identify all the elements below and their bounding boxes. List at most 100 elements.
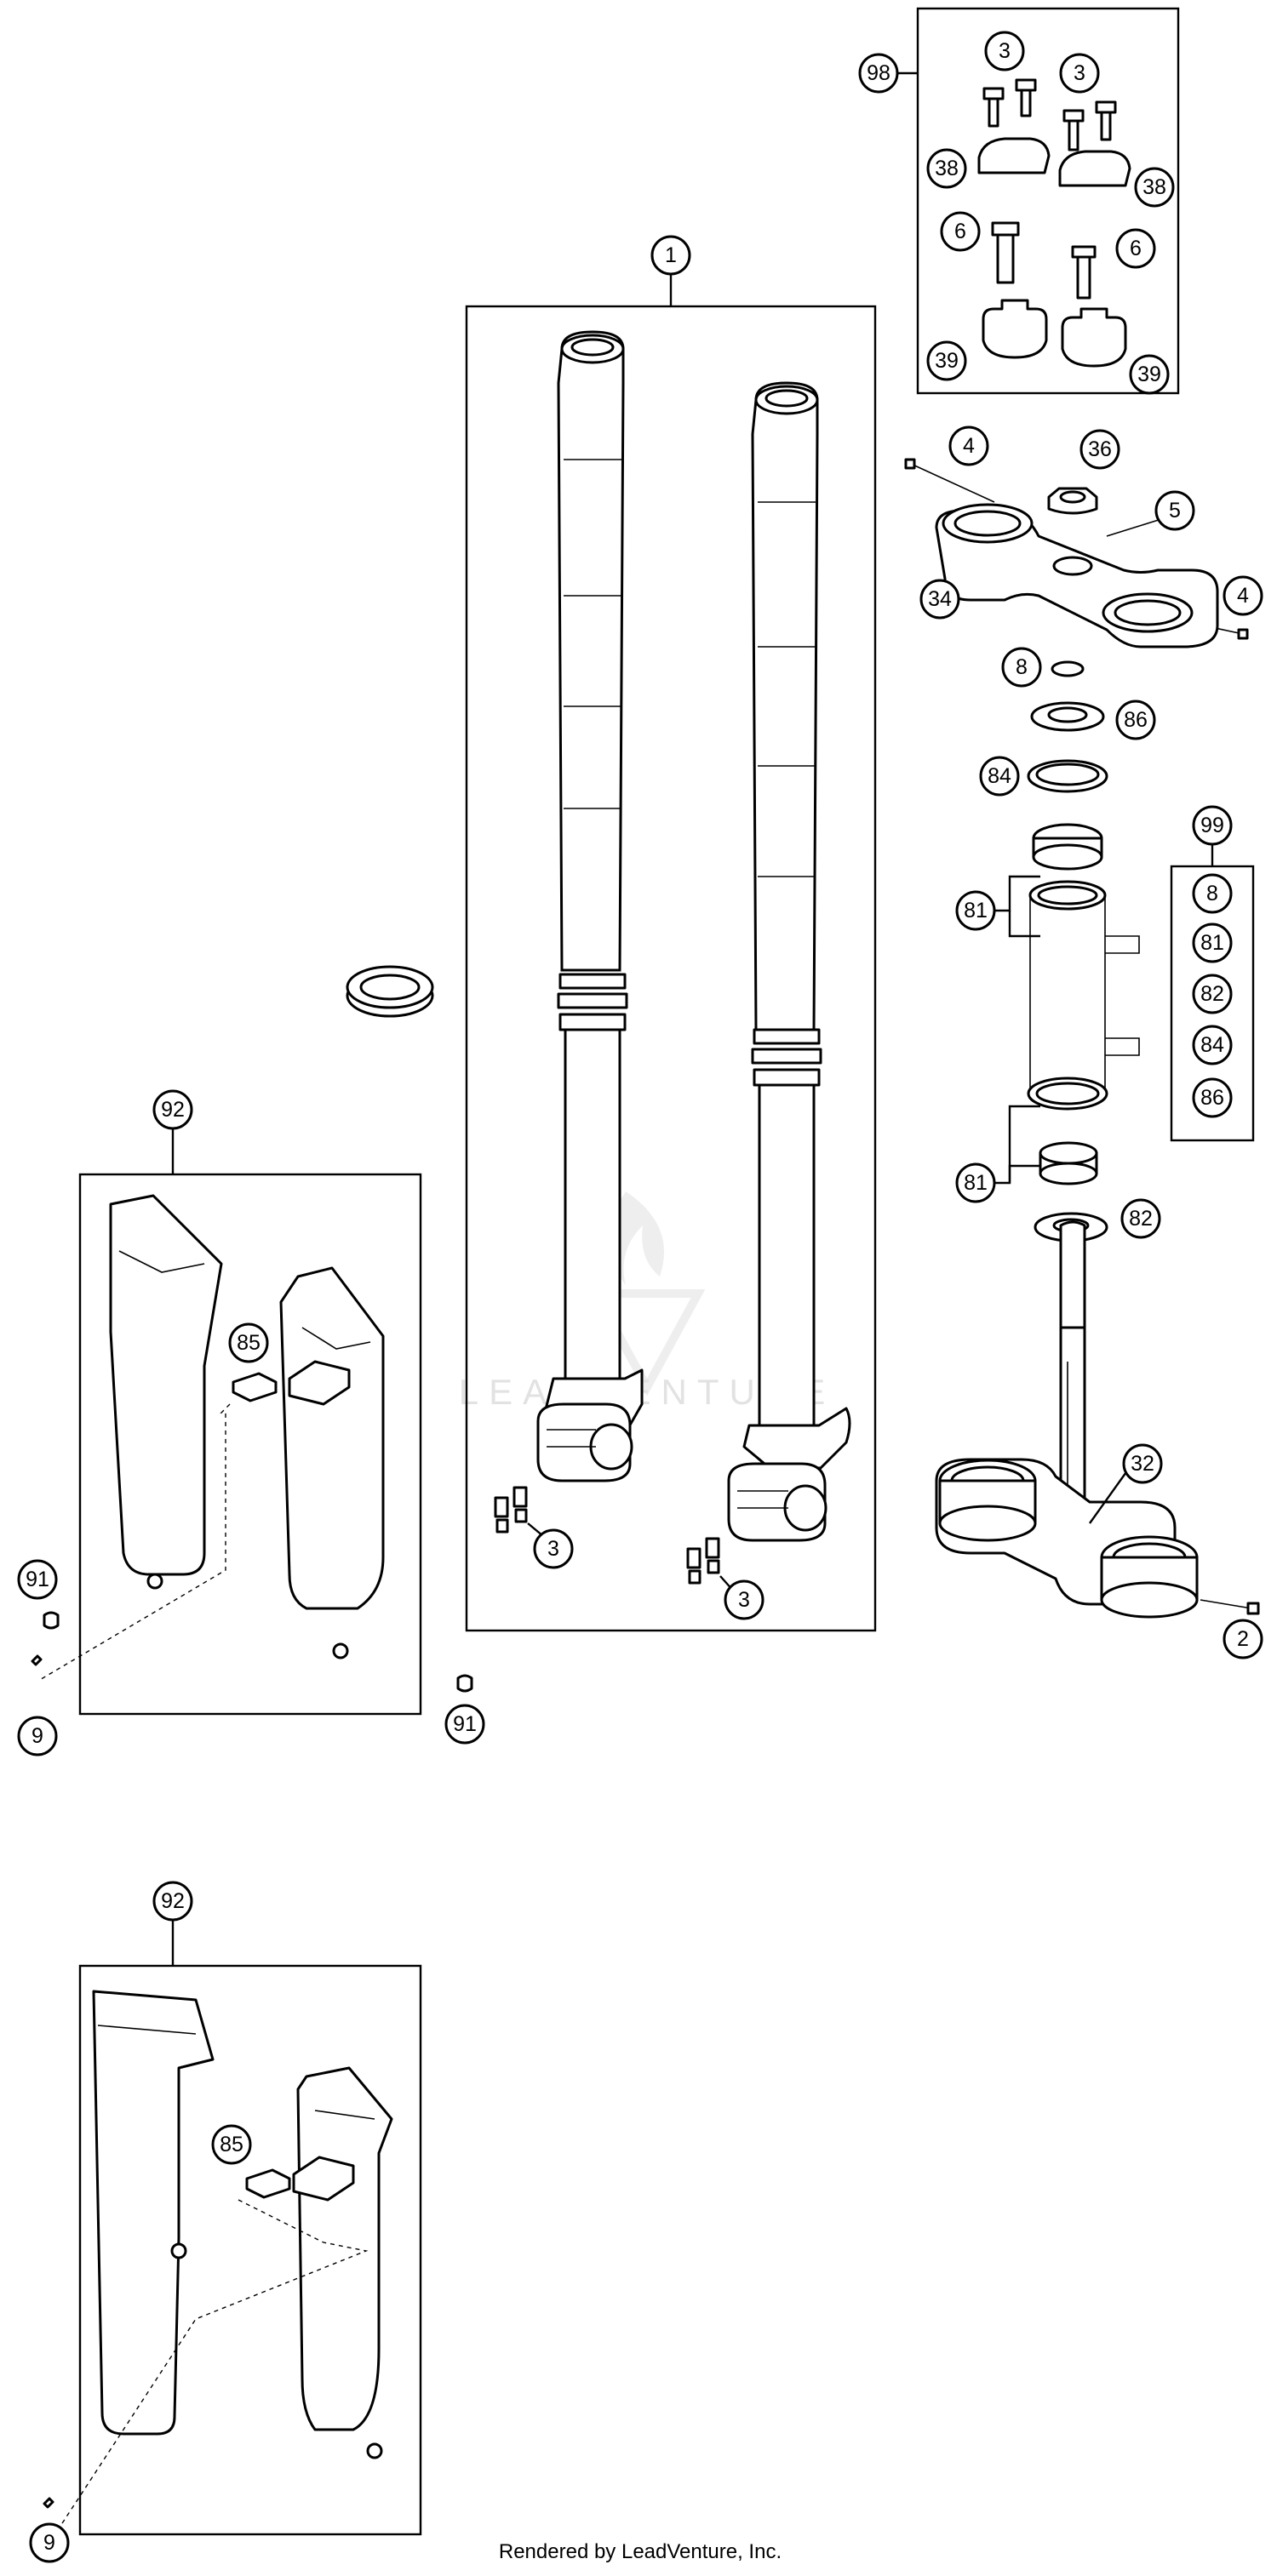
callout-4-right: 4 [1223,575,1263,616]
fork-guard-kit-bottom [43,1920,422,2541]
svg-text:6: 6 [1130,237,1142,260]
svg-text:5: 5 [1169,499,1181,523]
guard-kit-bottom-frame [78,1964,422,2536]
svg-text:32: 32 [1131,1452,1154,1476]
callout-92-top: 92 [152,1089,193,1130]
bearing-kit-item: 8 [1192,873,1233,914]
fork-guard-kit-top [31,1128,473,1716]
bearing-kit-list: 8 81 82 84 86 [1192,873,1233,1118]
svg-text:86: 86 [1200,1086,1224,1110]
svg-text:9: 9 [31,1724,43,1748]
callout-98: 98 [858,53,899,94]
svg-text:98: 98 [867,61,890,85]
bearing-kit-item: 84 [1192,1025,1233,1065]
svg-text:85: 85 [220,2133,243,2156]
callout-86: 86 [1115,700,1156,740]
callout-85-top: 85 [228,1322,269,1363]
svg-text:86: 86 [1124,708,1148,732]
callout-81-top: 81 [955,890,996,931]
fork-assembly [465,274,877,1632]
callout-38-right: 38 [1134,167,1175,208]
svg-text:82: 82 [1200,982,1224,1006]
callout-5: 5 [1154,490,1195,531]
callout-32: 32 [1122,1443,1163,1484]
steering-bearings [994,660,1140,1242]
svg-text:91: 91 [26,1568,49,1591]
svg-text:8: 8 [1206,882,1218,905]
callout-38-left: 38 [926,148,967,189]
callout-84: 84 [979,756,1020,797]
svg-text:92: 92 [161,1098,185,1122]
svg-text:38: 38 [935,157,959,180]
left-guard-bottom [92,1990,215,2436]
handlebar-kit-frame [916,7,1180,395]
callout-82: 82 [1120,1198,1161,1239]
callout-3-tr: 3 [1059,53,1100,94]
svg-text:36: 36 [1088,437,1112,461]
svg-text:92: 92 [161,1889,185,1913]
svg-text:34: 34 [928,587,952,611]
callout-34: 34 [919,579,960,620]
callout-8: 8 [1001,647,1042,688]
svg-text:82: 82 [1129,1207,1153,1231]
callout-1: 1 [650,235,691,276]
callout-3-fork-left: 3 [533,1528,574,1569]
callout-9-top: 9 [17,1716,58,1756]
callout-labels: 1 98 3 3 38 38 6 6 39 39 4 36 5 34 4 8 8… [17,31,1263,2563]
right-fork-lower-tube [758,1083,816,1427]
svg-text:3: 3 [1074,61,1085,85]
callout-2: 2 [1223,1619,1263,1659]
svg-text:39: 39 [1137,363,1161,386]
callout-4-left: 4 [948,426,989,466]
callout-3-fork-right: 3 [724,1579,764,1620]
svg-text:99: 99 [1200,814,1224,837]
left-fork-upper-tube [557,330,625,972]
bearing-kit-item: 82 [1192,974,1233,1014]
bearing-kit-item: 81 [1192,922,1233,963]
svg-text:85: 85 [237,1331,261,1355]
callout-39-right: 39 [1129,354,1170,395]
left-fork-lower-tube [564,1028,621,1380]
svg-text:3: 3 [999,39,1011,63]
svg-text:38: 38 [1142,175,1166,199]
callout-81-bottom: 81 [955,1162,996,1203]
bearing-kit-frame [1170,865,1255,1142]
right-guard-bottom [296,2066,393,2431]
upper-triple-clamp [904,458,1249,648]
svg-text:9: 9 [43,2531,55,2555]
callout-6-left: 6 [940,211,981,252]
bearing-kit-item: 86 [1192,1077,1233,1118]
svg-text:3: 3 [738,1588,750,1612]
guard-kit-top-frame [78,1173,422,1716]
callout-36: 36 [1079,429,1120,470]
svg-text:39: 39 [935,349,959,373]
callout-9-bottom: 9 [29,2522,70,2563]
callout-39-left: 39 [926,340,967,381]
bearing-kit [1170,844,1255,1142]
lower-triple-clamp [935,1220,1260,1619]
svg-text:8: 8 [1016,655,1028,679]
svg-text:1: 1 [665,243,677,267]
callout-92-bottom: 92 [152,1881,193,1922]
callout-91-left: 91 [17,1559,58,1600]
footer-credit: Rendered by LeadVenture, Inc. [499,2540,782,2563]
handlebar-clamp-kit [894,7,1180,395]
svg-text:2: 2 [1237,1627,1249,1651]
callout-99: 99 [1192,805,1233,846]
spring-ring [346,965,434,1018]
svg-text:81: 81 [964,899,988,922]
svg-text:6: 6 [954,220,966,243]
svg-text:81: 81 [964,1171,988,1195]
svg-text:84: 84 [1200,1033,1224,1057]
callout-91-right: 91 [444,1704,485,1745]
svg-text:4: 4 [963,434,975,458]
right-fork-upper-tube [751,381,819,1031]
callout-85-bottom: 85 [211,2124,252,2165]
svg-text:91: 91 [453,1712,477,1736]
svg-text:4: 4 [1237,584,1249,608]
right-guard-top [279,1266,385,1610]
svg-text:3: 3 [547,1537,559,1561]
callout-6-right: 6 [1115,228,1156,269]
left-guard-top [109,1194,223,1576]
